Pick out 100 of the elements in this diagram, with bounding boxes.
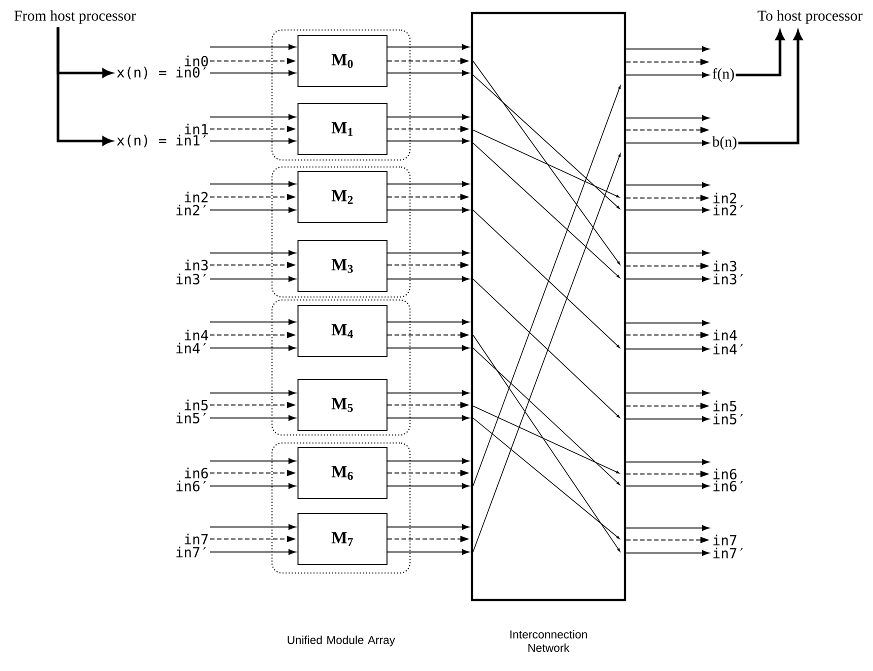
arrow [388,138,470,144]
arrow [626,332,710,338]
arrow [210,536,296,542]
module-box: M$_{2}$ [298,171,388,223]
arrow [626,416,710,422]
arrow [210,524,296,530]
module-box: M$_{7}$ [298,513,388,565]
input-label: in7′ [176,546,206,558]
output-label: in5 [713,400,736,412]
output-label: in6 [713,468,736,480]
arrow [210,415,296,421]
arrow [388,114,470,120]
output-label: in4′ [713,344,743,354]
input-label: in7 [184,534,208,544]
arrow [210,332,296,338]
arrow [388,415,470,421]
output-label: in6′ [713,480,743,492]
arrow [388,58,470,64]
arrow [210,402,296,408]
arrow [626,46,710,52]
arrow [388,319,470,325]
arrow [626,402,710,410]
arrow [210,262,296,268]
output-label: in3 [713,260,736,272]
arrow [626,525,710,531]
arrow [626,262,710,270]
arrow [626,126,710,134]
output-label: in3′ [713,274,743,284]
arrow [626,536,710,544]
arrow [626,276,710,282]
arrow [210,549,296,555]
arrow [210,250,296,256]
arrow [388,126,470,132]
arrow [388,181,470,187]
arrow [388,524,470,530]
arrow [626,194,710,202]
arrow [626,140,710,146]
arrow [388,483,470,489]
input-label: in3′ [176,274,206,284]
arrow [388,276,470,282]
input-label: in0 [184,56,208,66]
arrow [210,276,296,282]
arrow [388,345,470,351]
arrow [388,332,470,338]
arrow [626,250,710,256]
arrow [388,536,470,542]
module-box: M$_{0}$ [298,35,388,87]
arrow [210,207,296,213]
arrow [738,30,802,144]
output-label: in4 [713,330,737,340]
input-label: in3 [184,260,208,270]
arrow [388,458,470,464]
module-box: M$_{4}$ [298,305,388,357]
arrow [626,470,710,478]
arrow [388,549,470,555]
module-group-outline [271,166,411,298]
network-caption: Interconnection Network [510,630,587,652]
module-box: M$_{6}$ [298,447,388,499]
arrow [736,30,784,76]
arrow [626,550,710,556]
arrow [210,470,296,476]
arrow [626,320,710,326]
arrow [626,390,710,396]
input-label: in4 [184,330,208,340]
arrow [388,70,470,76]
arrow [388,390,470,396]
arrow [210,70,296,76]
arrow [210,319,296,325]
input-label: x(n) = in0′ [116,66,206,80]
arrow [210,194,296,200]
arrow [626,346,710,352]
output-label: in7 [713,534,736,546]
module-group-outline [271,299,411,436]
input-label: in6 [184,468,208,478]
input-label: in6′ [176,480,206,492]
module-box: M$_{3}$ [298,240,388,292]
arrow [388,470,470,476]
module-group-outline [271,442,411,574]
arrow [210,345,296,351]
output-label: in2′ [713,204,743,216]
arrow [56,27,112,146]
arrow [626,58,710,66]
output-label: in7′ [713,548,743,558]
input-label: in2′ [176,204,206,216]
arrow [626,72,710,78]
input-label: in5′ [176,412,206,424]
arrow [626,483,710,489]
arrow [388,44,470,50]
input-label: in1 [184,124,208,134]
source-label: From host processor [14,10,136,24]
arrow [210,390,296,396]
arrow [626,115,710,121]
arrow [388,402,470,408]
arrow [388,262,470,268]
arrow [626,207,710,213]
module-box: M$_{5}$ [298,379,388,431]
arrow [210,114,296,120]
module-box: M$_{1}$ [298,103,388,155]
array-caption: Unified Module Array [288,636,396,646]
arrow [388,194,470,200]
